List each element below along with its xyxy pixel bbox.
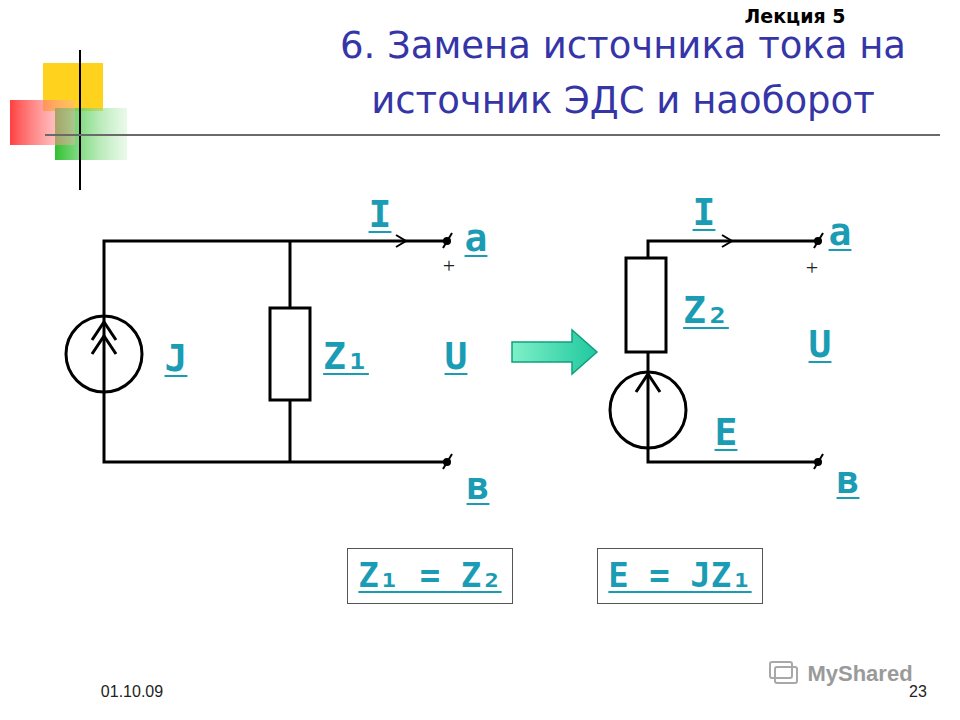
slide-number: 23 [909, 684, 927, 700]
formula-box: Z₁ = Z₂ [347, 548, 512, 603]
voltage-symbol: U [809, 325, 832, 363]
transform-arrow [512, 330, 597, 374]
impedance-symbol: Z₁ [323, 337, 369, 375]
terminal-name: в [837, 461, 860, 499]
terminal-name: a [829, 213, 852, 251]
watermark: MyShared [807, 663, 912, 685]
slide-date: 01.10.09 [101, 684, 163, 700]
voltage-source-circuit [610, 235, 818, 462]
terminal-name: a [465, 219, 488, 257]
watermark-icon [770, 662, 797, 683]
polarity-sign: + [806, 257, 818, 279]
voltage-symbol: U [445, 337, 468, 375]
current-symbol: I [369, 195, 392, 233]
impedance-symbol: Z₂ [683, 291, 729, 329]
formula-box: E = JZ₁ [597, 548, 762, 603]
current-source-circuit [66, 235, 447, 462]
slide-title: 6. Замена источника тока на источник ЭДС… [318, 18, 928, 128]
formula-text: E = JZ₁ [608, 557, 751, 594]
source-symbol: E [715, 413, 738, 451]
title-text: 6. Замена источника тока на источник ЭДС… [340, 24, 906, 122]
source-symbol: J [165, 339, 188, 377]
terminal-name: в [467, 467, 490, 505]
polarity-sign: + [443, 255, 455, 277]
lecture-number: Лекция 5 [745, 7, 846, 26]
current-symbol: I [693, 193, 716, 231]
formula-text: Z₁ = Z₂ [358, 557, 501, 594]
